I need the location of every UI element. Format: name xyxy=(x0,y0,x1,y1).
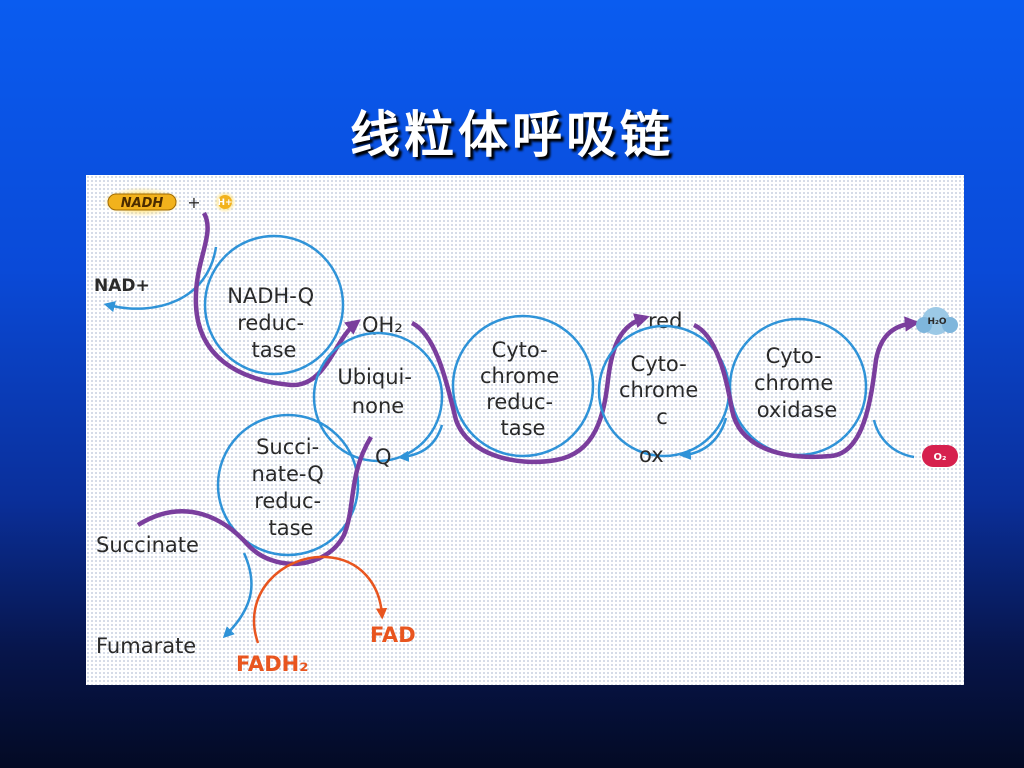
complex2-ring xyxy=(216,413,360,557)
complex4-label: Cyto- chrome oxidase xyxy=(754,344,840,422)
cytochrome-c-label: Cyto- chrome c xyxy=(619,352,705,429)
nadh-badge: NADH xyxy=(102,187,182,217)
plus-sign: + xyxy=(187,193,200,212)
nad-plus-arrow xyxy=(103,246,218,313)
ubiquinone-ring xyxy=(312,331,444,463)
o2-badge: O₂ xyxy=(922,445,958,467)
red-label: red xyxy=(648,309,682,333)
ox-label: ox xyxy=(639,443,664,467)
qh2-to-cytc-arrow xyxy=(410,313,650,465)
complex3-label: Cyto- chrome reduc- tase xyxy=(480,338,566,440)
fadh2-label: FADH₂ xyxy=(236,652,308,676)
o2-arrow xyxy=(872,419,915,459)
h2o-label: H₂O xyxy=(927,317,946,327)
complex3-ring xyxy=(451,314,595,458)
nadh-label: NADH xyxy=(121,196,164,211)
ubiquinone-label: Ubiqui- none xyxy=(337,365,418,418)
o2-label: O₂ xyxy=(934,452,947,463)
fumarate-label: Fumarate xyxy=(96,634,196,658)
complex2-label: Succi- nate-Q reduc- tase xyxy=(252,435,331,540)
slide-title: 线粒体呼吸链 xyxy=(350,105,674,164)
respiratory-chain-diagram: NADH + H+ NAD+ NADH-Q reduc- tase QH₂ Ub… xyxy=(86,175,964,685)
fad-label: FAD xyxy=(370,623,416,647)
h-plus-badge: H+ xyxy=(214,191,236,213)
succinate-label: Succinate xyxy=(96,533,199,557)
h-plus-label: H+ xyxy=(217,198,232,208)
complex1-ring xyxy=(203,234,345,376)
q-label: Q xyxy=(375,445,392,469)
cytc-to-h2o-arrow xyxy=(692,316,921,460)
nad-plus-label: NAD+ xyxy=(94,276,150,296)
to-q-arrow xyxy=(397,424,444,462)
to-ox-arrow xyxy=(679,417,728,460)
h2o-badge: H₂O xyxy=(916,307,958,335)
complex1-label: NADH-Q reduc- tase xyxy=(227,284,321,362)
to-fumarate-arrow xyxy=(222,552,253,639)
nadh-to-qh2-arrow xyxy=(193,211,361,388)
fadh2-to-fad-arrow xyxy=(252,555,388,644)
